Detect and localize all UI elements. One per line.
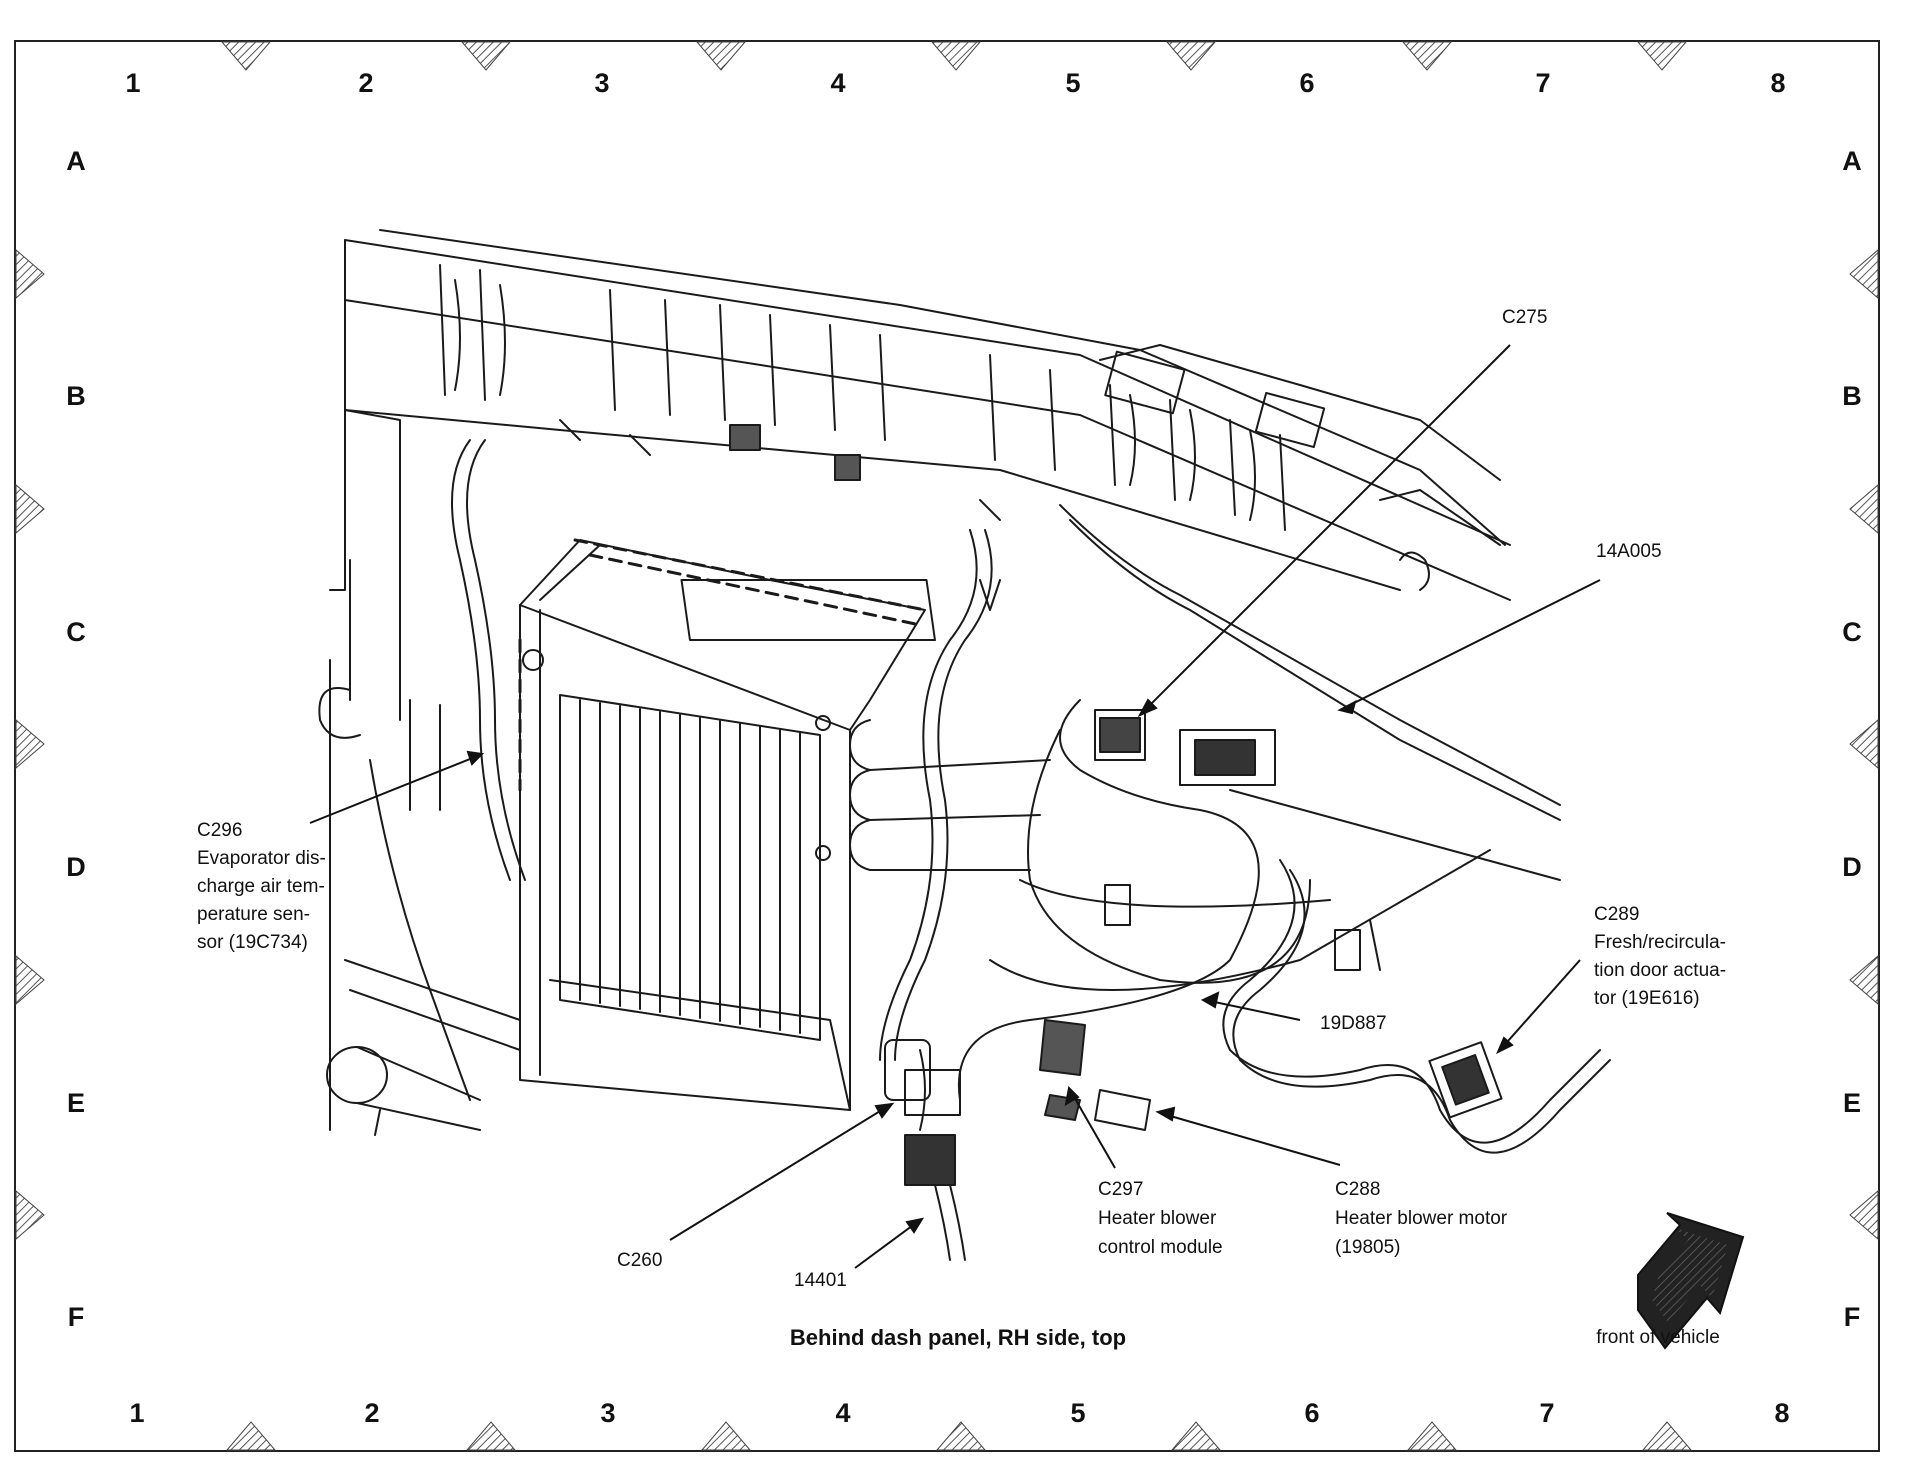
callout-c289-line: tor (19E616) — [1594, 988, 1700, 1009]
col-label: 1 — [129, 1398, 144, 1428]
row-label: E — [67, 1088, 85, 1118]
row-label: B — [66, 381, 86, 411]
row-label: C — [66, 617, 86, 647]
row-label: C — [1842, 617, 1862, 647]
row-label: D — [1842, 852, 1862, 882]
callout-c288-line: Heater blower motor — [1335, 1208, 1508, 1229]
callout-c297-id: C297 — [1098, 1179, 1143, 1200]
callout-c288-id: C288 — [1335, 1179, 1380, 1200]
callout-c296-id: C296 — [197, 820, 242, 841]
row-label: E — [1843, 1088, 1861, 1118]
col-label: 6 — [1299, 68, 1314, 98]
row-label: F — [1844, 1302, 1861, 1332]
callout-19d887: 19D887 — [1320, 1013, 1387, 1034]
dash-panel-illustration — [318, 229, 1611, 1261]
grid-rows-right: A B C D E F — [1842, 146, 1862, 1332]
callout-c289-id: C289 — [1594, 904, 1639, 925]
callout-14a005: 14A005 — [1596, 541, 1662, 562]
callout-c296-line: perature sen- — [197, 904, 310, 925]
callout-c289-line: Fresh/recircula- — [1594, 932, 1726, 953]
col-label: 8 — [1770, 68, 1785, 98]
row-label: A — [1842, 146, 1862, 176]
col-label: 5 — [1070, 1398, 1085, 1428]
row-label: D — [66, 852, 86, 882]
col-label: 6 — [1304, 1398, 1319, 1428]
col-label: 4 — [835, 1398, 850, 1428]
callout-c296-line: charge air tem- — [197, 876, 325, 897]
callout-c289-line: tion door actua- — [1594, 960, 1726, 981]
callout-c296-line: sor (19C734) — [197, 932, 308, 953]
diagram-caption: Behind dash panel, RH side, top — [790, 1325, 1126, 1350]
col-label: 5 — [1065, 68, 1080, 98]
row-label: F — [68, 1302, 85, 1332]
col-label: 7 — [1539, 1398, 1554, 1428]
leader-lines — [309, 344, 1601, 1269]
col-label: 2 — [358, 68, 373, 98]
grid-columns-bottom: 1 2 3 4 5 6 7 8 — [129, 1398, 1789, 1428]
callout-c297-line: control module — [1098, 1237, 1223, 1258]
callouts: C275 14A005 C296 Evaporator dis- charge … — [197, 307, 1726, 1291]
col-label: 3 — [600, 1398, 615, 1428]
grid-rows-left: A B C D E F — [66, 146, 86, 1332]
diagram-frame — [14, 40, 1880, 1452]
col-label: 4 — [830, 68, 845, 98]
front-of-vehicle-label: front of vehicle — [1596, 1327, 1720, 1348]
col-label: 2 — [364, 1398, 379, 1428]
col-label: 1 — [125, 68, 140, 98]
callout-c296-line: Evaporator dis- — [197, 848, 326, 869]
col-label: 8 — [1774, 1398, 1789, 1428]
front-of-vehicle-arrow-icon — [1637, 1212, 1745, 1350]
callout-14401: 14401 — [794, 1270, 847, 1291]
callout-c260: C260 — [617, 1250, 662, 1271]
col-label: 3 — [594, 68, 609, 98]
callout-c288-line: (19805) — [1335, 1237, 1401, 1258]
grid-columns-top: 1 2 3 4 5 6 7 8 — [125, 68, 1785, 98]
callout-c275: C275 — [1502, 307, 1547, 328]
grid-markers — [15, 41, 1879, 1451]
col-label: 7 — [1535, 68, 1550, 98]
row-label: A — [66, 146, 86, 176]
callout-c297-line: Heater blower — [1098, 1208, 1217, 1229]
row-label: B — [1842, 381, 1862, 411]
